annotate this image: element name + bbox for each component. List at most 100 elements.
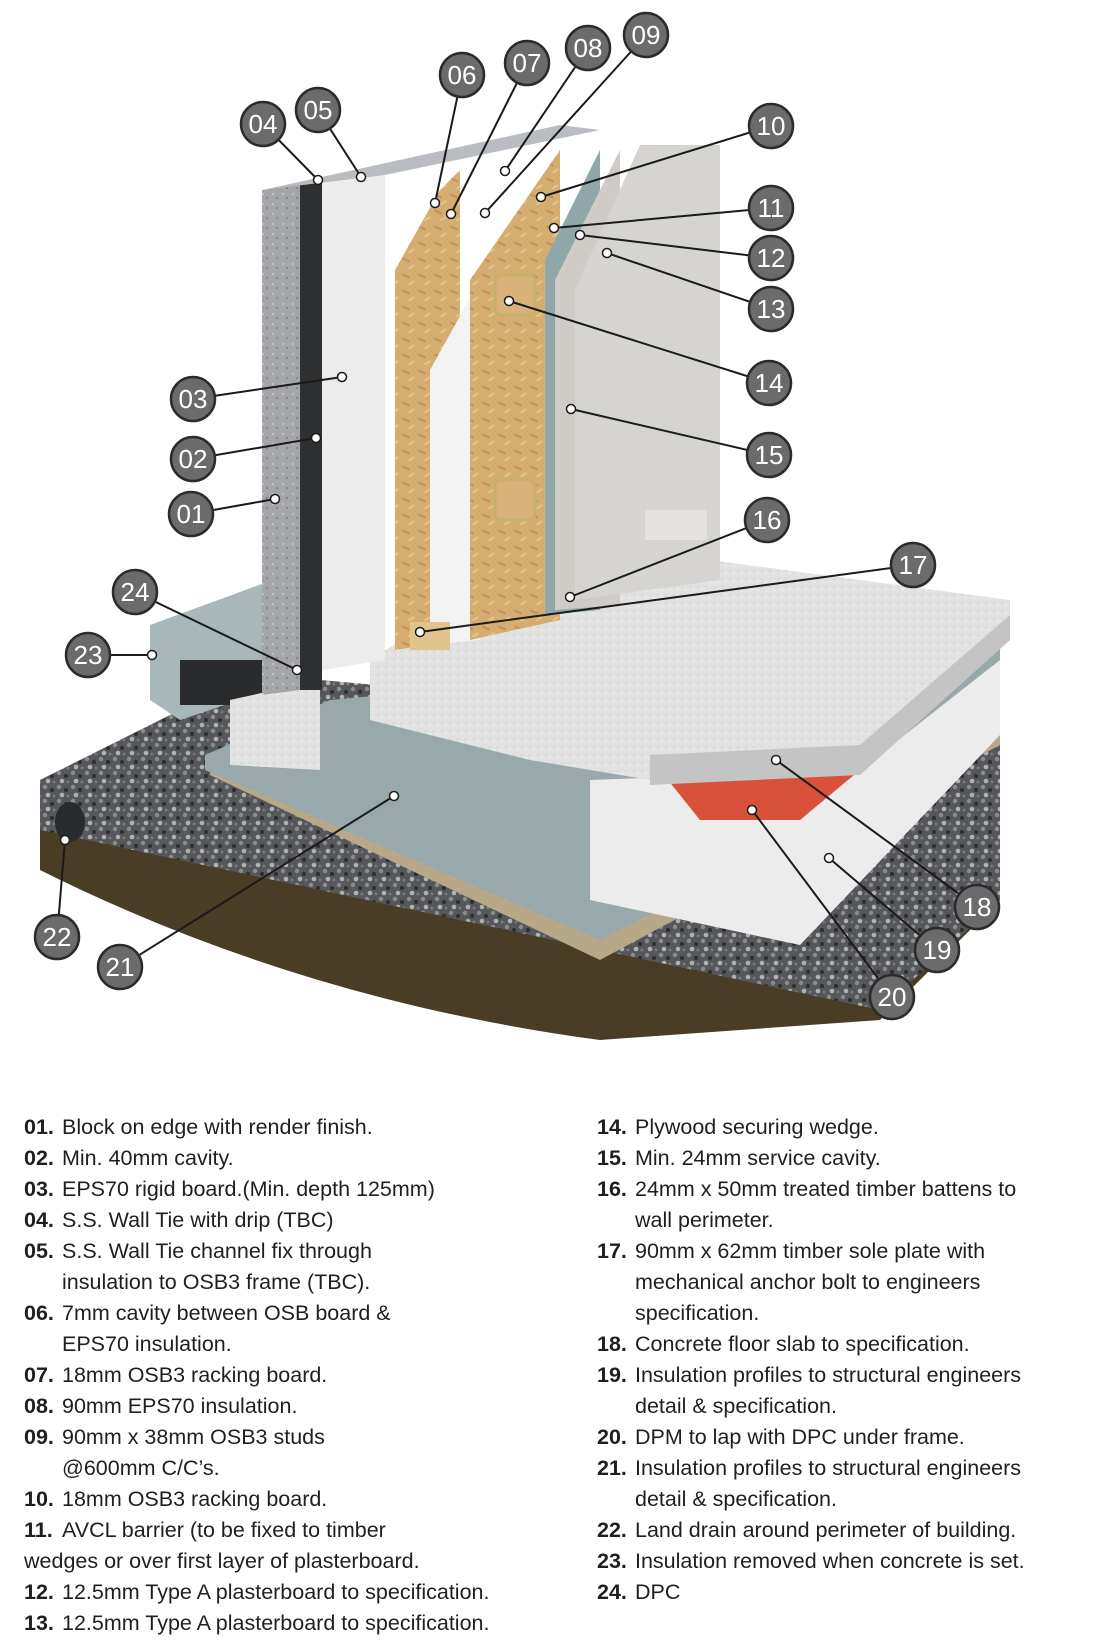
legend-item-number: 23. [597,1549,627,1573]
legend-right-column: 14.Plywood securing wedge.15.Min. 24mm s… [597,1112,1077,1608]
skirting [645,510,707,540]
legend-item-continuation: wedges or over first layer of plasterboa… [24,1549,420,1573]
legend-item-text: S.S. Wall Tie channel fix through [62,1239,372,1263]
callout-number: 12 [757,243,786,273]
callout-badge-18: 18 [953,883,1001,931]
legend-item-text: 18mm OSB3 racking board. [62,1363,328,1387]
legend-item-text: EPS70 rigid board.(Min. depth 125mm) [62,1177,435,1201]
legend-item: 19. Insulation profiles to structural eng… [597,1360,1077,1422]
legend-item: 18.Concrete floor slab to specification. [597,1329,1077,1360]
callout-badge-14: 14 [745,359,793,407]
callout-number: 03 [179,384,208,414]
anchor-dot-20 [746,804,758,816]
legend-item-text: @600mm C/C’s. [62,1456,220,1480]
legend-item-number: 06. [24,1301,54,1325]
callout-badge-09: 09 [622,11,670,59]
legend-item: 20. DPM to lap with DPC under frame. [597,1422,1077,1453]
legend-item: 15.Min. 24mm service cavity. [597,1143,1077,1174]
callout-number: 15 [755,440,784,470]
cavity [300,182,322,690]
anchor-dot-15 [565,403,577,415]
anchor-dot-04 [312,174,324,186]
callout-badge-11: 11 [747,184,795,232]
legend-item-number: 15. [597,1146,627,1170]
callout-number: 04 [249,109,278,139]
leader-line-09 [484,34,647,214]
legend-item-text: insulation to OSB3 frame (TBC). [62,1270,371,1294]
anchor-dot-07 [445,208,457,220]
legend-item: 01.Block on edge with render finish. [24,1112,554,1143]
callout-number: 05 [304,95,333,125]
land-drain-pipe [55,802,85,842]
block-leaf [262,185,300,695]
legend-item-text: 24mm x 50mm treated timber battens to [635,1177,1017,1201]
callout-badge-24: 24 [111,568,159,616]
anchor-dot-19 [823,852,835,864]
leader-line-10 [540,125,772,198]
leader-line-03 [192,376,343,400]
leader-line-07 [450,62,528,215]
legend-item-number: 18. [597,1332,627,1356]
anchor-dot-16 [564,591,576,603]
leader-line-18 [775,759,978,908]
anchor-dot-23 [146,649,158,661]
legend-item-number: 21. [597,1456,627,1480]
leader-line-17 [419,564,914,633]
legend-item-number: 09. [24,1425,54,1449]
callout-badge-21: 21 [96,943,144,991]
callout-number: 14 [755,368,784,398]
legend-item: 21.Insulation profiles to structural eng… [597,1453,1077,1515]
callout-badge-20: 20 [868,973,916,1021]
legend-item-text: 90mm EPS70 insulation. [62,1394,298,1418]
legend-item: 11. AVCL barrier (to be fixed to timber [24,1515,554,1546]
anchor-dot-14 [503,295,515,307]
legend-item-text: 18mm OSB3 racking board. [62,1487,328,1511]
legend-item-number: 11. [24,1518,53,1542]
legend-item-number: 13. [24,1611,54,1635]
legend-item: 12.12.5mm Type A plasterboard to specifi… [24,1577,554,1608]
legend-item-text: wall perimeter. [635,1208,774,1232]
plasterboard-2 [575,145,720,600]
legend-item-text: DPM to lap with DPC under frame. [635,1425,965,1449]
callout-badge-07: 07 [503,39,551,87]
leader-line-11 [553,207,772,229]
callout-badge-19: 19 [913,926,961,974]
plywood-wedge-upper [493,273,537,317]
legend-item-text: DPC [635,1580,681,1604]
callout-number: 10 [757,111,786,141]
leader-line-21 [119,795,395,968]
legend-item: 24.DPC [597,1577,1077,1608]
anchor-dot-09 [479,207,491,219]
legend-item-text: Land drain around perimeter of building. [635,1518,1017,1542]
anchor-dot-22 [59,834,71,846]
leader-line-24 [134,591,298,671]
callout-badge-23: 23 [64,631,112,679]
leader-line-14 [508,300,770,384]
legend-item-text: Insulation removed when concrete is set. [635,1549,1025,1573]
legend-item-number: 19. [597,1363,627,1387]
legend-item-number: 20. [597,1425,627,1449]
callout-number: 09 [632,20,661,50]
legend-item-text: Plywood securing wedge. [635,1115,879,1139]
legend-item-text: mechanical anchor bolt to engineers [635,1270,981,1294]
anchor-dot-24 [291,664,303,676]
legend-item-text: 90mm x 38mm OSB3 studs [62,1425,325,1449]
anchor-dot-08 [499,165,511,177]
callout-badge-15: 15 [745,431,793,479]
legend-item: 13.12.5mm Type A plasterboard to specifi… [24,1608,554,1639]
callout-number: 16 [753,505,782,535]
legend-item-text: AVCL barrier (to be fixed to timber [62,1518,386,1542]
legend-item: 23. Insulation removed when concrete is s… [597,1546,1077,1577]
legend-item-text: detail & specification. [635,1487,837,1511]
callout-number: 08 [574,33,603,63]
legend-item: 04.S.S. Wall Tie with drip (TBC) [24,1205,554,1236]
plywood-wedge-lower [493,478,537,522]
callout-badge-04: 04 [239,100,287,148]
anchor-dot-21 [388,790,400,802]
legend-item: 07.18mm OSB3 racking board. [24,1360,554,1391]
callout-number: 06 [448,60,477,90]
anchor-dot-12 [574,229,586,241]
legend-item-text: Insulation profiles to structural engine… [635,1363,1022,1387]
legend-item: 10.18mm OSB3 racking board. [24,1484,554,1515]
